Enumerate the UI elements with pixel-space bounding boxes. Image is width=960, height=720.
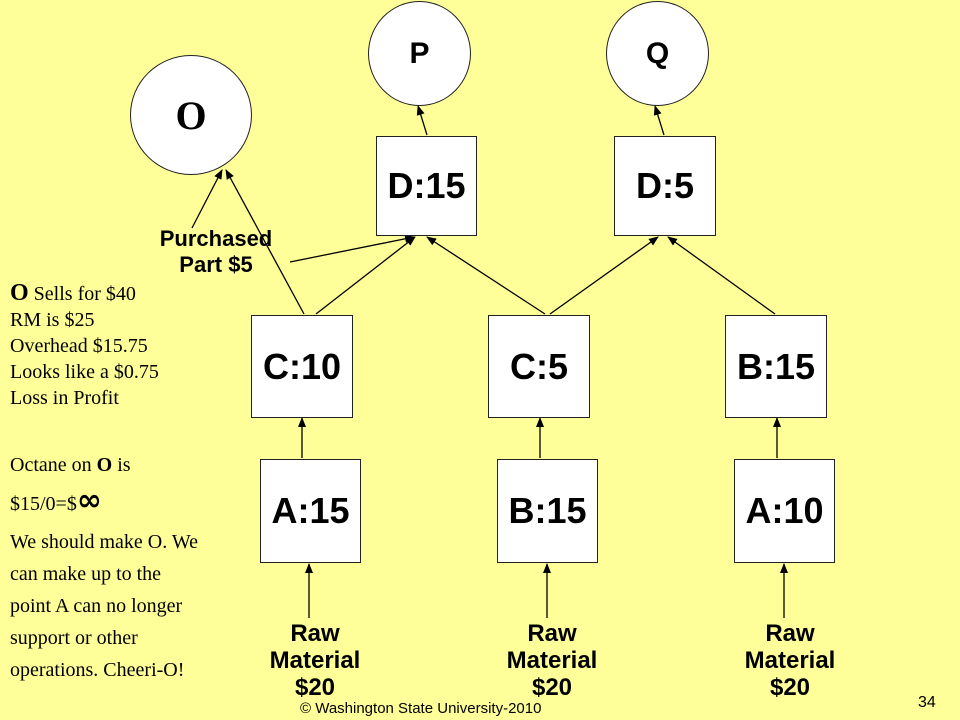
arrow-c10-d15 [315, 236, 416, 315]
arrow-purchased-d15 [289, 234, 415, 263]
arrow-purchased-o [191, 169, 223, 229]
arrow-c10-o [225, 169, 305, 315]
arrow-d15-p [416, 105, 428, 136]
note-overhead: Overhead $15.75 [10, 335, 148, 357]
node-c5: C:5 [488, 315, 590, 418]
purchased-line2: Part $5 [179, 252, 253, 277]
make-note: We should make O. We can make up to the … [10, 526, 198, 686]
raw-line3: $20 [294, 674, 336, 701]
raw-line1: Raw [527, 620, 577, 647]
octane-o: O [96, 454, 113, 476]
note-make2: can make up to the [10, 563, 162, 585]
note-octane: Octane on O is [10, 452, 131, 478]
raw-line3: $20 [769, 674, 811, 701]
raw-material-3: Raw Material $20 [735, 620, 845, 701]
node-o: O [130, 55, 252, 175]
raw-line2: Material [744, 647, 836, 674]
raw-line2: Material [506, 647, 598, 674]
raw-material-1: Raw Material $20 [260, 620, 370, 701]
purchased-line1: Purchased [159, 226, 273, 251]
note-sells: O Sells for $40 [10, 280, 159, 307]
node-d15: D:15 [376, 136, 477, 236]
node-a15: A:15 [260, 459, 361, 563]
raw-material-2: Raw Material $20 [497, 620, 607, 701]
octane-suffix: is [112, 454, 131, 476]
ratio-text: $15/0=$ [10, 493, 77, 515]
note-ratio: $15/0=$∞ [10, 486, 102, 517]
ratio-note: $15/0=$∞ [10, 486, 102, 517]
raw-line1: Raw [765, 620, 815, 647]
node-b15-top: B:15 [725, 315, 827, 418]
note-o-label: O [10, 280, 29, 306]
node-a10: A:10 [734, 459, 835, 563]
raw-line2: Material [269, 647, 361, 674]
node-p: P [368, 1, 471, 106]
note-sells-text: Sells for $40 [28, 283, 136, 305]
note-make1: We should make O. We [10, 531, 199, 553]
node-q: Q [606, 1, 709, 106]
note-loss: Loss in Profit [10, 387, 119, 409]
purchased-part-label: Purchased Part $5 [146, 226, 286, 278]
analysis-notes: O Sells for $40 RM is $25 Overhead $15.7… [10, 280, 159, 411]
note-rm: RM is $25 [10, 309, 95, 331]
node-c10: C:10 [251, 315, 353, 418]
node-b15-bottom: B:15 [497, 459, 598, 563]
arrow-c5-d15 [426, 236, 546, 315]
octane-prefix: Octane on [10, 454, 97, 476]
page-number: 34 [918, 694, 936, 711]
octane-note: Octane on O is [10, 452, 131, 478]
raw-line1: Raw [290, 620, 340, 647]
arrow-b15-d5 [667, 236, 776, 315]
infinity-symbol: ∞ [76, 483, 102, 518]
note-make4: support or other [10, 627, 138, 649]
raw-line3: $20 [531, 674, 573, 701]
note-make3: point A can no longer [10, 595, 183, 617]
arrow-c5-d5 [549, 236, 659, 315]
note-make5: operations. Cheeri-O! [10, 659, 185, 681]
node-d5: D:5 [614, 136, 716, 236]
note-looks: Looks like a $0.75 [10, 361, 159, 383]
arrow-d5-q [653, 105, 665, 136]
copyright-footer: © Washington State University-2010 [300, 700, 542, 717]
